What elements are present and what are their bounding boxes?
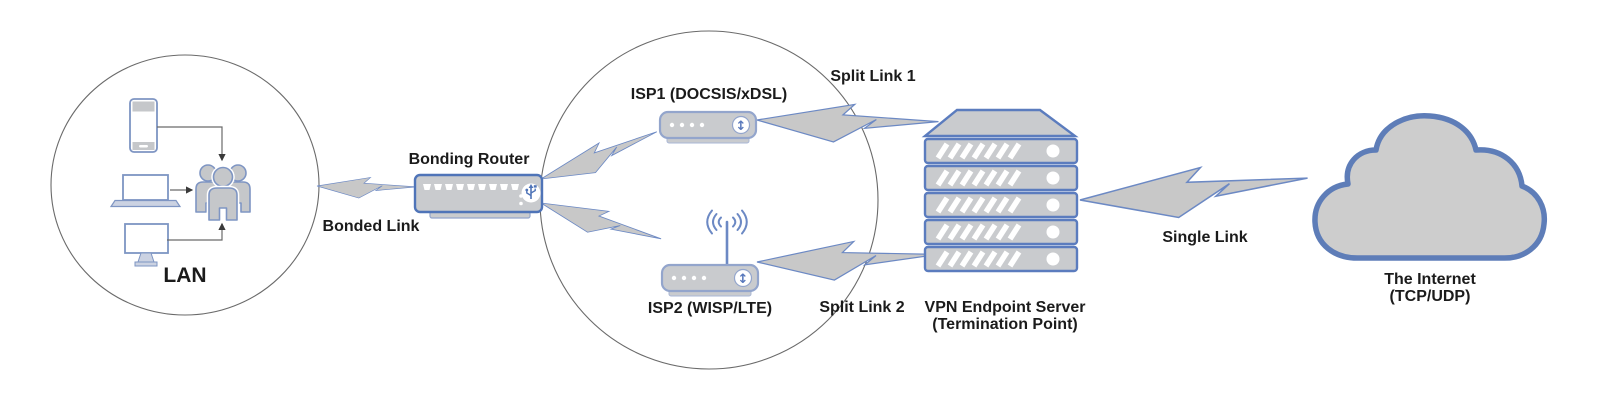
internet-label-line2: (TCP/UDP) [1389,288,1471,305]
vpn-server-label-line1: VPN Endpoint Server [924,299,1086,316]
updown-arrow-icon: ↕ [731,115,751,135]
split-link-2-label: Split Link 2 [819,299,905,316]
usb-icon [521,183,541,203]
lan-connector-arrows [157,126,226,241]
single-link-bolt-icon [1078,162,1310,223]
users-icon [195,164,251,223]
bonding-router-icon [413,173,544,219]
bonding-router-label: Bonding Router [408,151,530,168]
lan-label: LAN [163,264,207,287]
switch-ports-icon [423,184,519,190]
lan-zone-circle [50,54,320,316]
wifi-antenna-icon [706,209,748,267]
smartphone-icon [129,98,158,153]
isp1-modem-icon: ↕ [658,110,758,144]
svg-text:↕: ↕ [738,272,749,287]
cloud-icon [1312,113,1548,261]
updown-arrow-icon: ↕ [733,268,753,288]
vpn-server-label-line2: (Termination Point) [932,316,1078,333]
monitor-icon [124,223,169,267]
server-stack-icon [921,108,1079,273]
internet-label-line1: The Internet [1384,271,1476,288]
vpn-server-label: VPN Endpoint Server (Termination Point) [925,299,1086,333]
single-link-label: Single Link [1162,229,1248,246]
bonded-link-label: Bonded Link [322,218,420,235]
split-link-1-label: Split Link 1 [830,68,916,85]
svg-text:↕: ↕ [736,119,747,134]
bonded-link-bolt-icon [316,173,417,202]
isp2-label: ISP2 (WISP/LTE) [647,300,773,317]
internet-label: The Internet (TCP/UDP) [1384,271,1476,305]
laptop-icon [109,174,182,208]
isp2-modem-icon: ↕ [660,209,760,297]
isp-zone-circle [539,30,879,370]
isp1-label: ISP1 (DOCSIS/xDSL) [630,86,788,103]
